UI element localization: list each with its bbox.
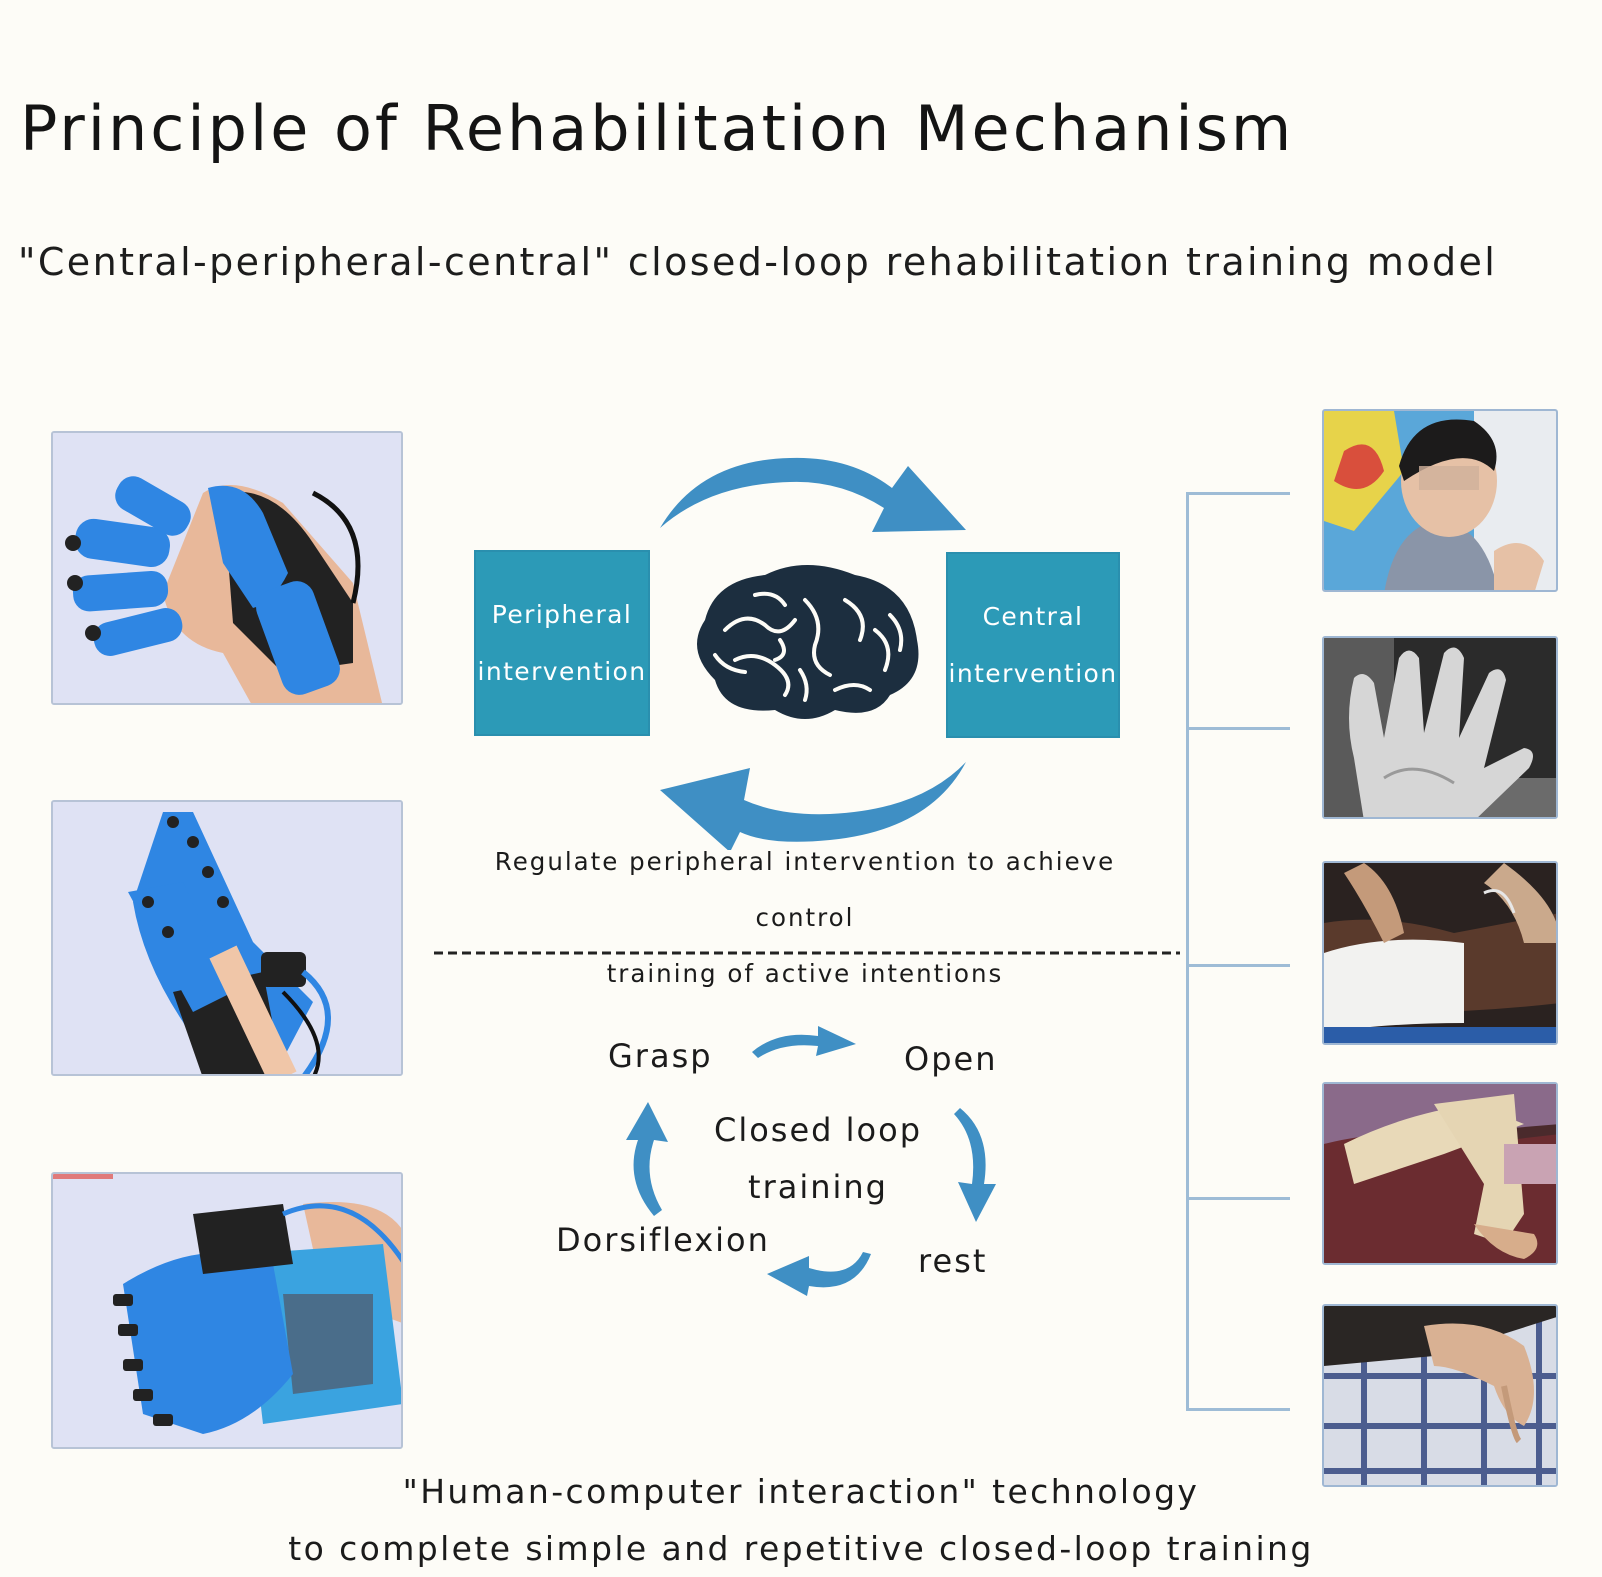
central-line1: Central xyxy=(982,602,1084,631)
cycle-arrow-top-icon xyxy=(660,457,966,532)
patient-photo-2 xyxy=(1322,636,1558,819)
loop-arrow-rest-dorsiflexion-icon xyxy=(767,1252,871,1296)
bracket-tick-2 xyxy=(1186,727,1290,730)
glove-photo-2 xyxy=(51,800,403,1076)
peripheral-intervention-box: Peripheral intervention xyxy=(474,550,650,736)
peripheral-line1: Peripheral xyxy=(491,600,633,629)
page-title: Principle of Rehabilitation Mechanism xyxy=(20,92,1295,165)
loop-arrow-grasp-open-icon xyxy=(752,1026,856,1058)
closed-loop-center: Closed loop training xyxy=(700,1102,936,1216)
regulate-text: Regulate peripheral intervention to achi… xyxy=(455,834,1155,1002)
step-rest: rest xyxy=(918,1242,988,1280)
dashed-divider xyxy=(434,951,1180,955)
patient-photo-1 xyxy=(1322,409,1558,592)
closed-loop-line1: Closed loop xyxy=(713,1111,922,1149)
loop-arrow-open-rest-icon xyxy=(954,1108,996,1222)
bottom-line2: to complete simple and repetitive closed… xyxy=(288,1529,1314,1568)
bracket-tick-3 xyxy=(1186,964,1290,967)
loop-arrow-dorsiflexion-grasp-icon xyxy=(626,1102,668,1216)
patient-photo-4 xyxy=(1322,1082,1558,1265)
cycle-arrow-bottom-icon xyxy=(660,762,966,850)
step-open: Open xyxy=(904,1040,998,1078)
bracket-tick-1 xyxy=(1186,492,1290,495)
page-subtitle: "Central-peripheral-central" closed-loop… xyxy=(18,240,1498,284)
bracket-tick-4 xyxy=(1186,1197,1290,1200)
brain-icon xyxy=(697,565,919,719)
bottom-line1: "Human-computer interaction" technology xyxy=(402,1472,1200,1511)
bracket-vertical-line xyxy=(1186,492,1189,1408)
regulate-line1: Regulate peripheral intervention to achi… xyxy=(494,847,1116,932)
closed-loop-line2: training xyxy=(748,1168,888,1206)
step-grasp: Grasp xyxy=(608,1037,713,1075)
patient-photo-5 xyxy=(1322,1304,1558,1487)
glove-photo-3 xyxy=(51,1172,403,1449)
regulate-line2: training of active intentions xyxy=(606,959,1004,988)
patient-photo-3 xyxy=(1322,861,1558,1045)
central-line2: intervention xyxy=(948,659,1118,688)
bracket-tick-5 xyxy=(1186,1408,1290,1411)
glove-photo-1 xyxy=(51,431,403,705)
step-dorsiflexion: Dorsiflexion xyxy=(556,1221,770,1259)
bottom-text: "Human-computer interaction" technology … xyxy=(0,1463,1602,1577)
peripheral-line2: intervention xyxy=(477,657,647,686)
central-intervention-box: Central intervention xyxy=(946,552,1120,738)
